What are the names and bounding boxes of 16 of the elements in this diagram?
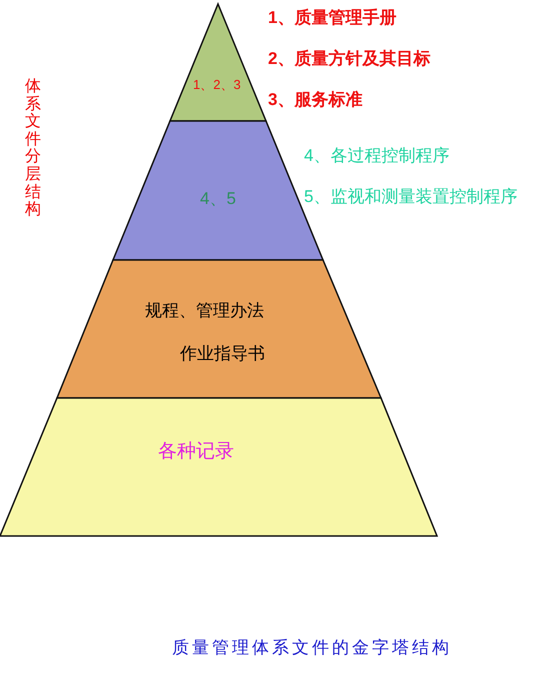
tier-label: 4、5 bbox=[200, 188, 236, 210]
tier-label: 1、2、3 bbox=[193, 76, 241, 94]
pyramid-tier bbox=[113, 121, 323, 260]
document-list-item: 2、质量方针及其目标 bbox=[268, 49, 430, 69]
tier-label: 作业指导书 bbox=[180, 343, 265, 365]
pyramid-tier bbox=[0, 398, 437, 536]
vertical-label: 体系文件分层结构 bbox=[25, 78, 41, 219]
pyramid-tier bbox=[170, 4, 266, 121]
pyramid-tier bbox=[57, 260, 381, 398]
tier-label: 各种记录 bbox=[158, 440, 234, 464]
document-list-item: 1、质量管理手册 bbox=[268, 8, 396, 28]
document-list-item: 4、各过程控制程序 bbox=[304, 146, 450, 166]
tier-label: 规程、管理办法 bbox=[145, 300, 264, 322]
figure-caption: 质量管理体系文件的金字塔结构 bbox=[172, 637, 452, 659]
document-list-item: 3、服务标准 bbox=[268, 90, 362, 110]
document-list-item: 5、监视和测量装置控制程序 bbox=[304, 187, 518, 207]
